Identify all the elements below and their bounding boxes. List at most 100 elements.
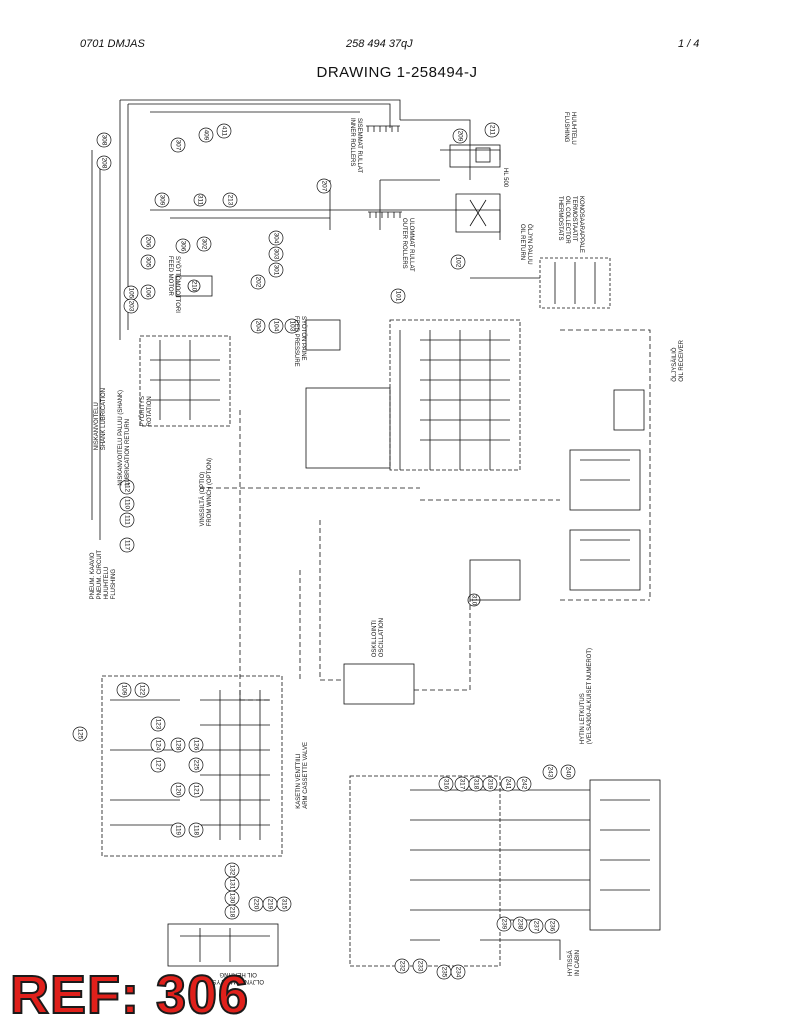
callout-number: 117 [123,540,130,551]
callout-number: 128 [174,740,181,751]
callout-number: 317 [458,779,465,790]
callout-number: 310 [470,595,477,606]
oil-heating-unit [167,923,279,967]
right-valve-upper [569,449,641,511]
label-oil-return: ÖLJYN PALUU OIL RETURN [519,224,532,265]
callout-number: 102 [454,257,461,268]
callout-number: 132 [228,865,235,876]
callout-number: 112 [123,482,130,493]
label-inner-rollers: SISEMMAT RULLAT INNER ROLLERS [349,118,362,174]
callout-number: 301 [272,265,279,276]
callout-number: 243 [546,767,553,778]
label-outer-rollers: ULOMMAT RULLAT OUTER ROLLERS [401,218,414,272]
callout-number: 204 [254,321,261,332]
callout-number: 306 [179,241,186,252]
callout-number: 303 [272,249,279,260]
callout-number: 101 [394,291,401,302]
main-valve-bank [389,319,521,471]
callout-number: 311 [196,195,203,206]
label-pneum-circuit: PNEUM. KAAVIO PNEUM. CIRCUIT HUUHTELU FL… [90,550,117,600]
header-page-number: 1 / 4 [678,38,700,50]
label-winch: VINSSILTÄ (OPTIO) FROM WINCH (OPTION) [200,458,213,527]
label-feed-pressure: SYÖTÖN PAINE FEED PRESSURE [293,316,306,367]
feed-motor [175,275,213,297]
callout-number: 220 [252,899,259,910]
feed-pressure-valve [305,319,341,351]
pipe-mid-1 [150,209,501,240]
callout-number: 123 [154,719,161,730]
flushing-valve [449,144,501,168]
cassette-valve-bank [101,675,283,857]
label-oscillation: OSKILLOINTI OSCILLATION [372,618,385,658]
callout-number: 202 [254,277,261,288]
callout-number: 211 [488,125,495,136]
callout-number: 130 [228,893,235,904]
label-cabin-hoses: HYTIN LETKUTUS (VELSA300-ALKUISET NUMERO… [580,648,593,745]
header-left-code: 0701 DMJAS [80,38,145,50]
callout-number: 206 [144,237,151,248]
callout-number: 316 [442,779,449,790]
callout-number: 315 [280,899,287,910]
rotation-block [139,335,231,427]
callout-number: 238 [516,919,523,930]
callout-number: 411 [220,126,227,137]
callout-number: 118 [192,825,199,836]
callout-number: 240 [564,767,571,778]
callout-number: 235 [440,967,447,978]
callout-number: 105 [127,288,134,299]
callout-number: 126 [192,740,199,751]
callout-number: 318 [472,779,479,790]
callout-number: 218 [228,907,235,918]
callout-number: 210 [190,281,197,292]
label-cassette-valve: KASETIN VENTTIILI ARM CASSETTE VALVE [296,742,309,809]
cabin-valve-bank [349,775,501,967]
label-shank-lubrication: NISKANVOITELU SHANK LUBRICATION [94,388,107,451]
callout-number: 203 [127,301,134,312]
callout-number: 213 [226,195,233,206]
callout-number: 122 [138,685,145,696]
right-valve-lower [569,529,641,591]
callout-number: 103 [288,321,295,332]
ref-stamp: REF: 306 [9,965,250,1025]
callout-number: 109 [120,685,127,696]
callout-number: 242 [520,779,527,790]
label-oil-receiver: ÖLJYSÄILIÖ OIL RECEIVER [672,340,685,382]
drawing-title: DRAWING 1-258494-J [316,64,478,81]
callout-number: 319 [486,779,493,790]
callout-number: 302 [200,239,207,250]
callout-number: 208 [100,158,107,169]
callout-number: 233 [416,961,423,972]
callout-number: 237 [532,921,539,932]
callout-number: 225 [192,760,199,771]
callout-number: 304 [272,233,279,244]
label-thermostats: KONOSAARAPPALE TERMOSTAATIT OIL COLLECTO… [557,196,584,253]
outer-rollers-comb [368,211,402,218]
oscillation-valve [343,663,415,705]
callout-number: 232 [398,961,405,972]
callout-number: 111 [123,515,130,525]
callout-number: 409 [202,130,209,141]
pipe-mid-2 [329,179,440,230]
feed-valve-block [305,387,391,469]
callout-number: 119 [174,825,181,836]
callout-number: 124 [154,740,161,751]
callout-number: 110 [123,499,130,510]
callout-number: 131 [228,879,235,890]
oil-receiver [613,389,645,431]
callout-number: 127 [154,760,161,771]
callout-number: 236 [548,921,555,932]
callout-number: 121 [192,785,199,796]
callout-number: 241 [504,779,511,790]
label-feed-motor: SYÖTTÖMOOTTORI FEED MOTOR [167,256,180,313]
label-hl500: HL 500 [502,168,508,188]
callout-number: 209 [456,131,463,142]
callout-number: 239 [500,919,507,930]
label-rotation: PYÖRITYS ROTATION [140,396,153,427]
callout-number: 309 [158,195,165,206]
cabin-manifold [589,779,661,931]
callout-number: 120 [174,785,181,796]
ph-pump-block [469,559,521,601]
callout-number: 234 [454,967,461,978]
callout-number: 106 [144,287,151,298]
